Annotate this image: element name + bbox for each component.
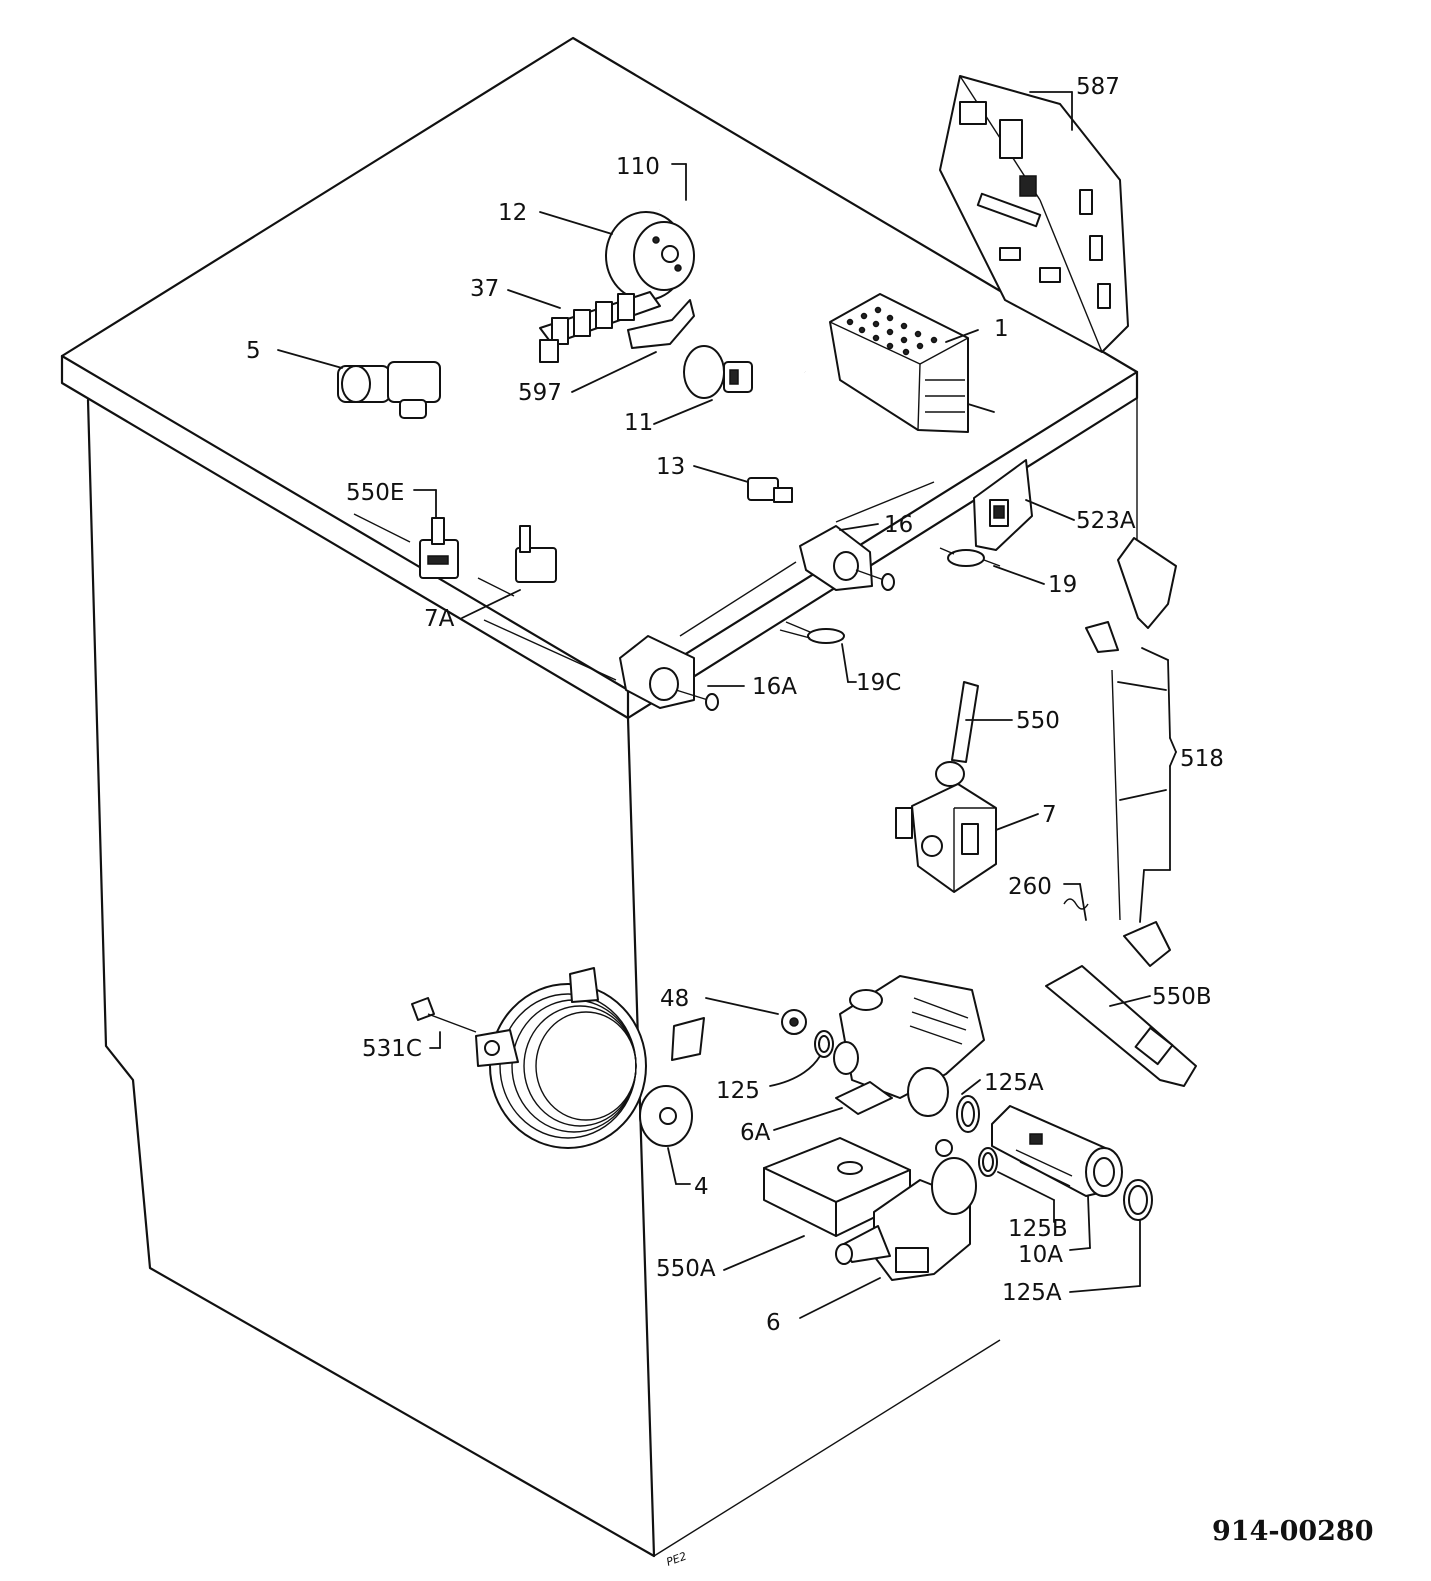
callout-125B: 125B [1008,1216,1068,1242]
cover-550A [723,1137,911,1271]
capacitor-11 [653,345,753,425]
terminal-block-37 [507,289,661,363]
callout-597: 597 [518,380,562,406]
callout-48: 48 [660,986,689,1012]
callout-16A: 16A [752,674,797,700]
connector-13 [693,465,793,503]
pressure-hose-110 [659,163,806,374]
actuator-550B [1045,965,1197,1087]
push-switch-16 [679,481,935,637]
callout-37: 37 [470,276,499,302]
sensor-19 [939,547,1045,585]
cable-assembly-518 [1085,537,1177,967]
callout-16: 16 [884,512,913,538]
pump-housing-6A [773,975,985,1131]
door-switch-7A [461,525,557,619]
callout-125A-lower: 125A [1002,1280,1062,1306]
callout-labels: 587 110 12 37 5 597 11 1 13 550E 16 523A… [246,74,1224,1336]
programmer-unit-1 [829,293,995,433]
callout-260: 260 [1008,874,1052,900]
sensor-19C [779,621,857,683]
callout-531C: 531C [362,1036,422,1062]
callout-518: 518 [1180,746,1224,772]
filter-10A [991,1105,1123,1251]
electronic-module-587 [939,75,1129,353]
drain-pump-6 [799,1139,977,1319]
lever-550 [935,681,1013,787]
inlet-valve-5 [277,349,441,419]
callout-19C: 19C [856,670,901,696]
bracket-597 [571,299,695,393]
pressure-switch-12 [539,211,695,301]
callout-5: 5 [246,338,261,364]
callout-550B: 550B [1152,984,1212,1010]
seal-125A-upper [956,1079,981,1133]
callout-12: 12 [498,200,527,226]
gasket-523A [973,459,1075,551]
callout-7A: 7A [424,606,455,632]
document-number: 914-00280 [1212,1516,1374,1547]
callout-1: 1 [994,316,1009,342]
callout-6A: 6A [740,1120,771,1146]
spring-260 [1063,883,1089,921]
seal-125B [978,1147,1055,1223]
door-lock-7 [895,783,1039,893]
screw-531C [411,997,477,1049]
motor-4 [475,967,705,1185]
callout-125: 125 [716,1078,760,1104]
callout-587: 587 [1076,74,1120,100]
callout-550: 550 [1016,708,1060,734]
callout-523A: 523A [1076,508,1136,534]
switch-550E [353,489,459,579]
callout-4: 4 [694,1174,709,1200]
callout-6: 6 [766,1310,781,1336]
corner-mark: PE2 [665,1550,689,1569]
push-switch-16A [483,619,745,711]
callout-19: 19 [1048,572,1077,598]
callout-125A-upper: 125A [984,1070,1044,1096]
cap-48 [705,997,807,1035]
callout-11: 11 [624,410,653,436]
seal-125A-lower [1069,1179,1153,1293]
seal-125 [769,1030,834,1087]
callout-10A: 10A [1018,1242,1063,1268]
callout-13: 13 [656,454,685,480]
callout-550A: 550A [656,1256,716,1282]
callout-7: 7 [1042,802,1057,828]
callout-550E: 550E [346,480,404,506]
callout-110: 110 [616,154,660,180]
